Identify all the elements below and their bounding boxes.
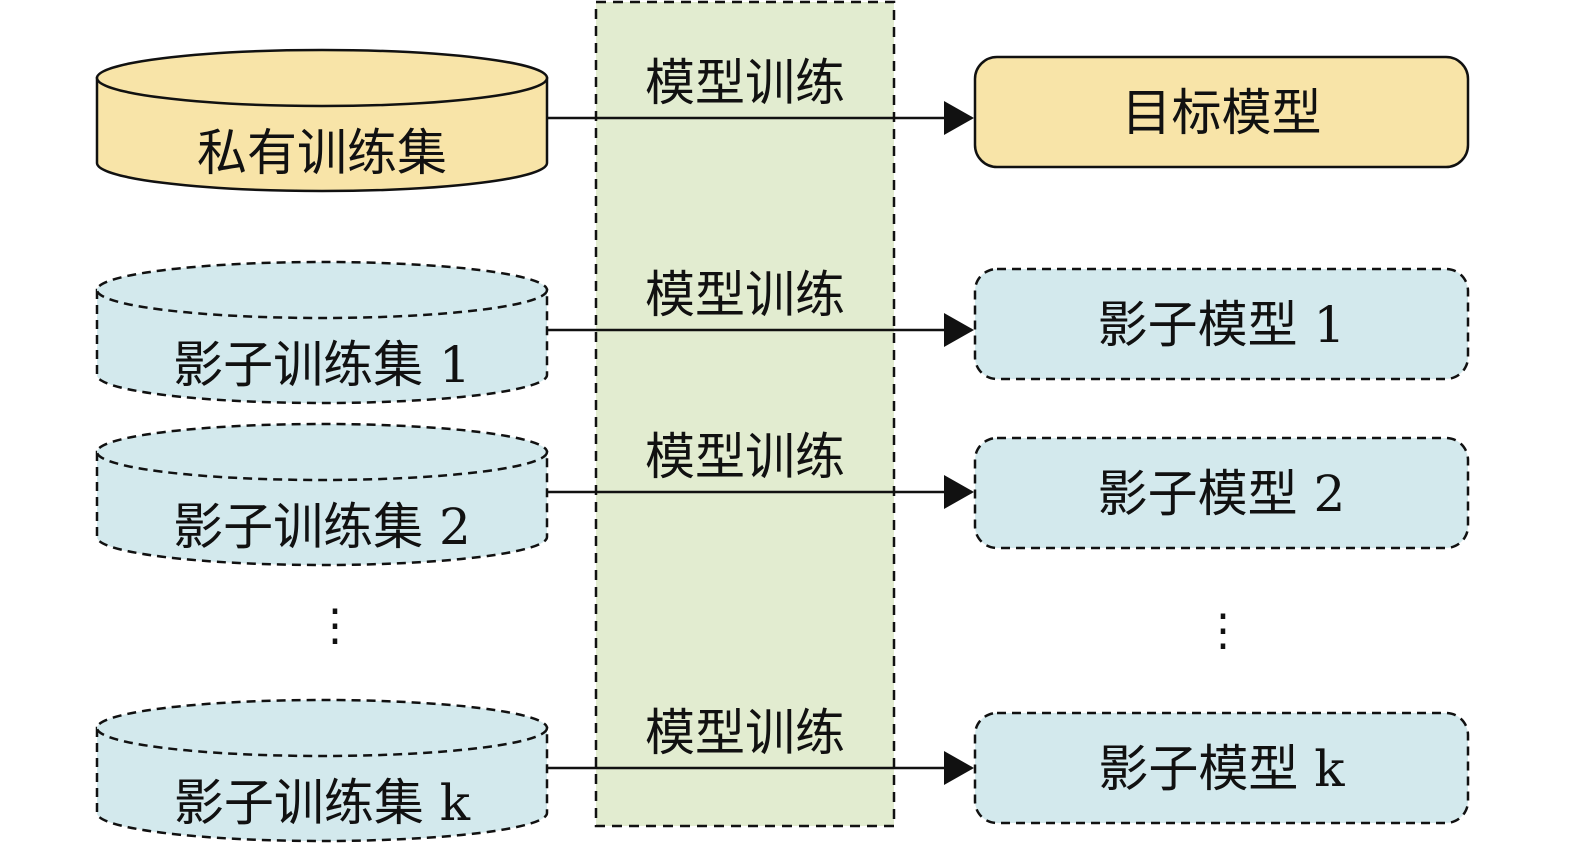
cylinder-top (95, 48, 549, 108)
cylinder-body (95, 726, 549, 843)
cylinder-body (95, 288, 549, 405)
model-box: 影子模型 2 (973, 436, 1470, 550)
arrow-label: 模型训练 (645, 54, 845, 112)
model-box-rect (973, 436, 1470, 550)
training-arrow: 模型训练 (548, 54, 974, 135)
cylinder-top (95, 422, 549, 482)
model-box: 影子模型 1 (973, 267, 1470, 381)
training-arrow: 模型训练 (548, 704, 974, 785)
model-box: 影子模型 k (973, 711, 1470, 825)
cylinder-body (95, 76, 549, 193)
dataset-cylinder: 影子训练集 k (95, 698, 549, 843)
model-label: 影子模型 1 (1098, 296, 1346, 354)
model-label: 影子模型 2 (1098, 465, 1346, 523)
dataset-cylinder: 私有训练集 (95, 48, 549, 193)
training-arrow: 模型训练 (548, 266, 974, 347)
model-box-rect (973, 711, 1470, 825)
model-ellipsis: ⋮ (1201, 605, 1245, 656)
model-label: 目标模型 (1122, 84, 1322, 142)
dataset-label: 影子训练集 k (174, 774, 471, 832)
model-box: 目标模型 (973, 55, 1470, 169)
dataset-label: 影子训练集 2 (173, 498, 471, 556)
dataset-label: 私有训练集 (197, 124, 447, 182)
arrow-label: 模型训练 (645, 428, 845, 486)
arrow-label: 模型训练 (645, 266, 845, 324)
cylinder-top (95, 698, 549, 758)
cylinder-body (95, 450, 549, 567)
dataset-label: 影子训练集 1 (173, 336, 471, 394)
model-box-rect (973, 55, 1470, 169)
arrow-label: 模型训练 (645, 704, 845, 762)
training-stage-band (594, 0, 896, 828)
dataset-cylinder: 影子训练集 2 (95, 422, 549, 567)
cylinder-top (95, 260, 549, 320)
dataset-cylinder: 影子训练集 1 (95, 260, 549, 405)
dataset-ellipsis: ⋮ (313, 600, 357, 651)
model-label: 影子模型 k (1098, 740, 1345, 798)
training-arrow: 模型训练 (548, 428, 974, 509)
model-box-rect (973, 267, 1470, 381)
